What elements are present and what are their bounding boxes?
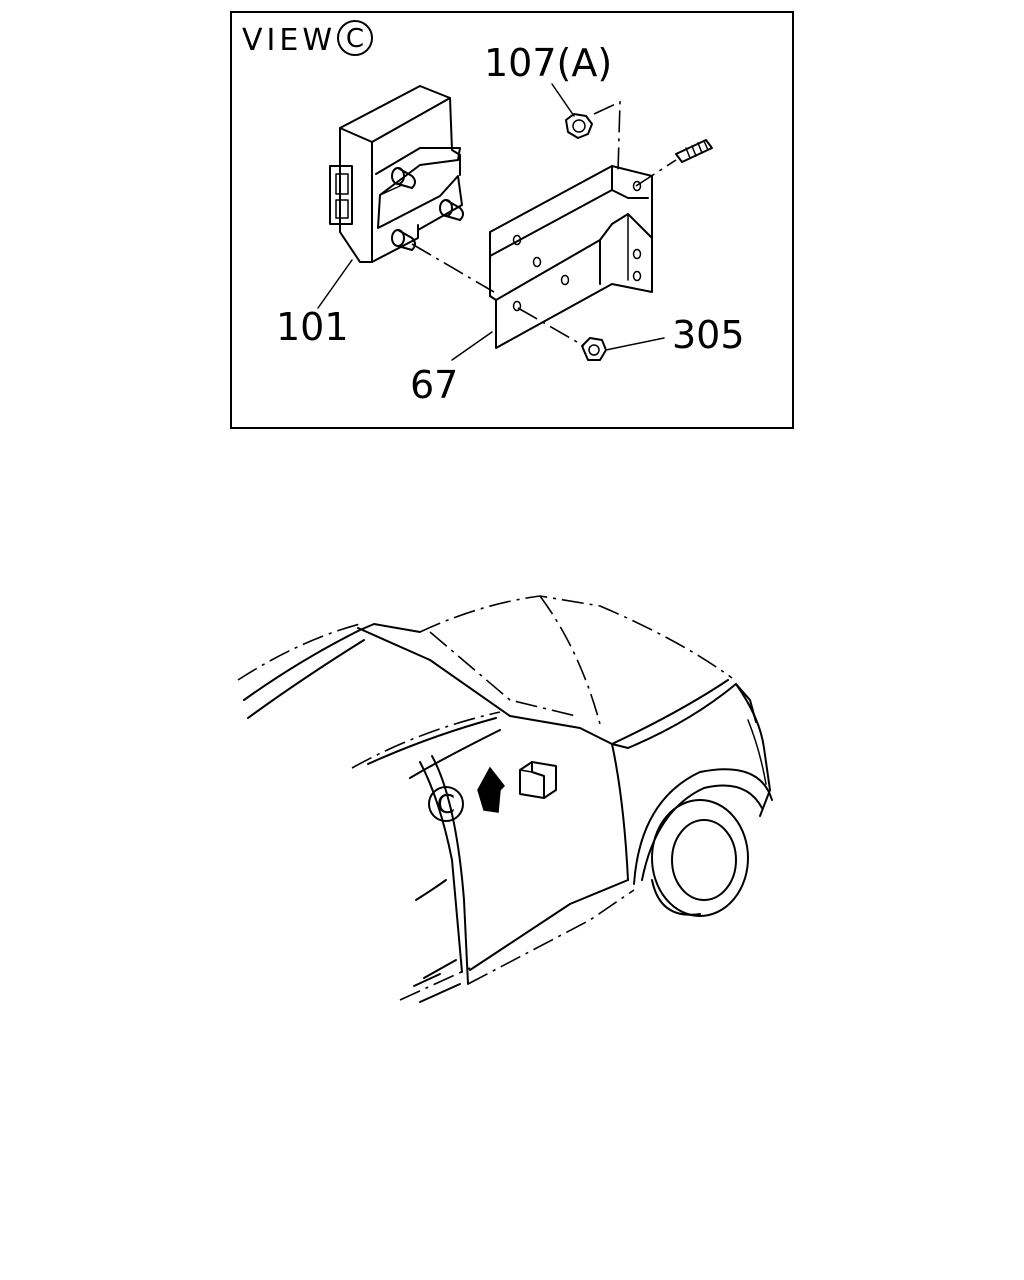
view-label: VIEW — [242, 23, 336, 58]
callout-305: 305 — [672, 313, 745, 357]
leader-67 — [451, 331, 493, 361]
stud-guide-line — [411, 243, 495, 293]
callout-67: 67 — [410, 363, 458, 407]
location-marker-c: C — [428, 786, 464, 822]
nut-107a — [565, 113, 593, 139]
nut-305 — [581, 337, 607, 361]
control-module — [329, 85, 464, 263]
leader-107a — [551, 83, 575, 117]
svg-text:C: C — [346, 24, 364, 54]
nut-107a-guide-line — [593, 100, 621, 173]
location-arrow — [477, 766, 505, 813]
stud-1 — [391, 167, 416, 189]
callout-101: 101 — [276, 305, 349, 349]
detail-frame — [230, 11, 794, 429]
detail-view-c: VIEW C — [230, 11, 794, 429]
view-ref-circle: C — [337, 20, 373, 56]
screw — [675, 139, 713, 163]
module-location-icon — [519, 761, 557, 799]
mounting-bracket — [489, 165, 653, 349]
vehicle-locator: C — [237, 595, 773, 1003]
stud-2 — [439, 199, 464, 221]
svg-text:C: C — [437, 790, 455, 820]
callout-107a: 107(A) — [484, 41, 612, 85]
leader-101 — [317, 259, 353, 309]
leader-305 — [605, 337, 665, 351]
screw-guide-line — [635, 159, 677, 187]
nut-305-guide-line — [517, 307, 585, 347]
stud-3 — [391, 229, 416, 251]
